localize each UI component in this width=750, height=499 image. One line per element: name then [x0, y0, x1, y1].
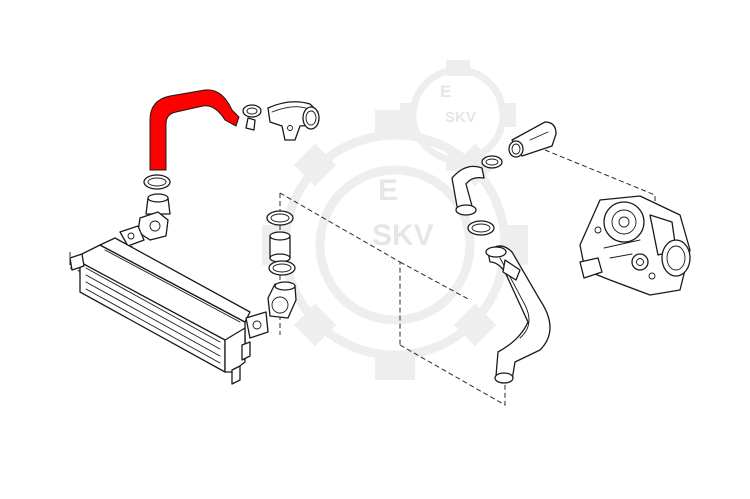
watermark-brand-small: SKV	[445, 109, 476, 126]
turbo-outlet[interactable]	[661, 239, 691, 277]
highlighted-hose[interactable]	[149, 89, 240, 171]
turbo-inlet-hose[interactable]	[508, 121, 557, 158]
elbow-hose-right[interactable]	[451, 165, 485, 213]
right-upper-hose-assembly[interactable]	[451, 155, 503, 236]
throttle-pipe-assembly[interactable]	[242, 101, 320, 141]
charge-pipe-assembly[interactable]	[485, 245, 551, 384]
watermark-letter-top: E	[440, 82, 451, 101]
long-charge-pipe[interactable]	[487, 245, 551, 381]
gasket-mid[interactable]	[245, 311, 269, 339]
hose-clamp-mid-bottom[interactable]	[268, 260, 296, 276]
watermark-letter-mid: E	[378, 174, 398, 207]
intercooler[interactable]	[69, 237, 251, 385]
red-intercooler-hose[interactable]	[149, 89, 240, 171]
watermark-gear-small	[400, 60, 516, 171]
turbo-compressor-housing[interactable]	[603, 201, 645, 243]
hose-clamp-right-top[interactable]	[481, 155, 503, 169]
hose-clamp-left[interactable]	[143, 174, 171, 190]
turbocharger[interactable]	[579, 195, 691, 296]
hose-clamp-top[interactable]	[242, 104, 262, 118]
hose-clamp-mid-top[interactable]	[266, 210, 294, 226]
watermark-brand-large: SKV	[372, 219, 434, 252]
left-connector-assembly[interactable]	[119, 174, 171, 258]
hose-clamp-right-bottom[interactable]	[467, 220, 495, 236]
middle-hose-assembly[interactable]	[245, 210, 297, 339]
gasket-left[interactable]	[119, 225, 145, 247]
